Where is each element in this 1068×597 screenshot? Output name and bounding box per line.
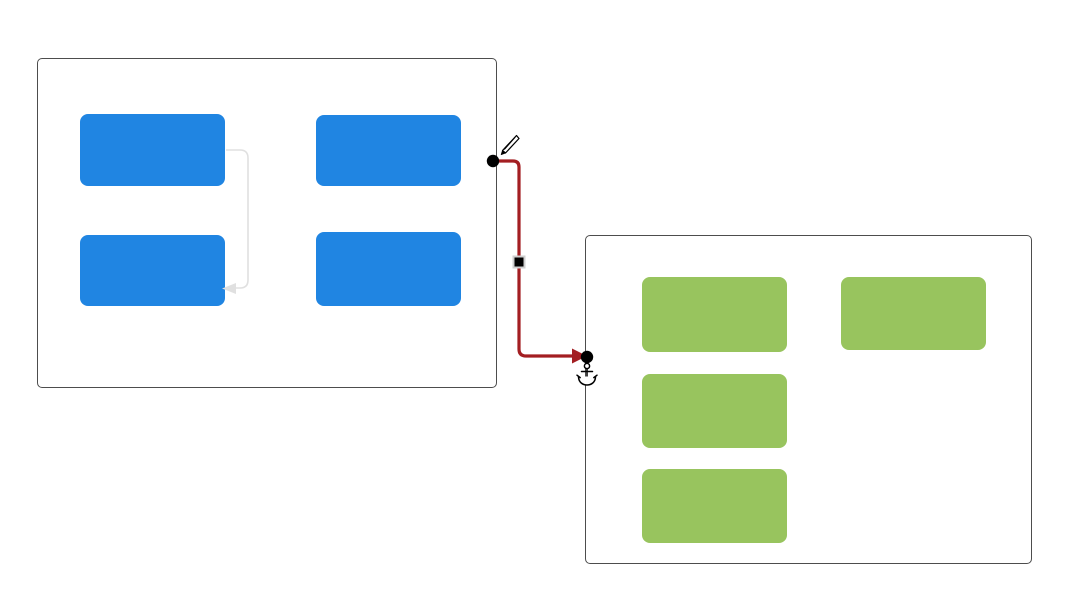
selected-cross-container-edge[interactable] — [486, 154, 594, 364]
blue-node-top-left[interactable] — [80, 114, 225, 186]
green-node-top-right[interactable] — [841, 277, 986, 350]
pencil-cursor-icon — [498, 134, 520, 158]
blue-node-bottom-left[interactable] — [80, 235, 225, 306]
green-node-bottom[interactable] — [642, 469, 787, 543]
edge-selected-path[interactable] — [496, 159, 572, 358]
green-node-middle[interactable] — [642, 374, 787, 448]
left-container[interactable] — [37, 58, 497, 388]
green-node-top-left[interactable] — [642, 277, 787, 352]
blue-node-top-right[interactable] — [316, 115, 461, 186]
edge-waypoint-handle[interactable] — [512, 255, 526, 269]
blue-node-bottom-right[interactable] — [316, 232, 461, 306]
